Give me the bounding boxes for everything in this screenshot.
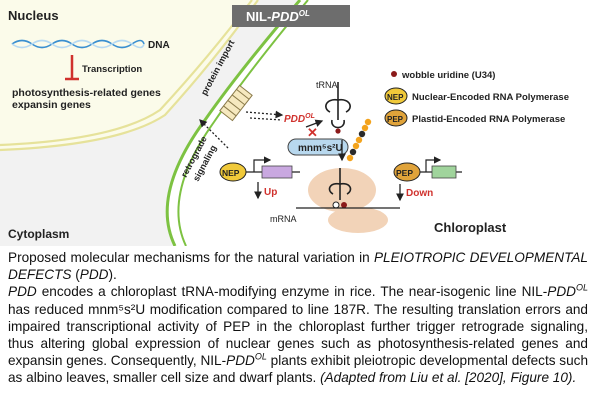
inhibition-x-mark: ✕ bbox=[307, 125, 318, 140]
nucleus-region bbox=[0, 0, 258, 150]
nuclear-genes-line1: photosynthesis-related genes bbox=[12, 87, 161, 99]
caption-gene-symbol: PDD bbox=[226, 353, 255, 369]
caption-gene-name: PLEIOTROPIC DEVELOPMENTAL DEFECTS bbox=[8, 250, 588, 283]
nep-up-label: Up bbox=[264, 187, 277, 198]
trna-label: tRNA bbox=[316, 80, 338, 90]
pep-enzyme-label: PEP bbox=[396, 168, 413, 178]
caption-paragraph-1: Proposed molecular mechanisms for the na… bbox=[8, 249, 588, 283]
chloroplast-label: Chloroplast bbox=[434, 220, 507, 235]
caption-gene-symbol: PDD bbox=[79, 267, 109, 283]
pdd-to-trna-arrow bbox=[305, 119, 324, 128]
modification-label: mnm⁵s²U bbox=[298, 143, 343, 154]
modification-pill bbox=[287, 138, 349, 156]
peptide-chain bbox=[346, 118, 372, 162]
nuclear-envelope-inner bbox=[0, 0, 253, 147]
chloroplast-region bbox=[167, 0, 596, 246]
ribosome-codon-2 bbox=[341, 202, 347, 208]
import-dotted-line-1 bbox=[249, 117, 283, 121]
trna-structure bbox=[325, 82, 351, 129]
caption-reference: (Adapted from Liu et al. [2020], Figure … bbox=[320, 370, 577, 386]
nep-gene-box bbox=[261, 165, 293, 179]
caption-gene-symbol: PDD bbox=[8, 284, 37, 300]
legend-wobble-label: wobble uridine (U34) bbox=[401, 70, 495, 81]
trna-wobble-dot bbox=[335, 128, 341, 134]
legend-nep-badge-text: NEP bbox=[387, 93, 404, 102]
cytoplasm-label: Cytoplasm bbox=[8, 227, 69, 241]
chloroplast-membrane-inner bbox=[177, 0, 309, 246]
mrna-label: mRNA bbox=[270, 214, 297, 224]
caption-text: ( bbox=[71, 267, 80, 283]
caption-superscript: OL bbox=[254, 351, 267, 362]
caption-paragraph-2: PDD encodes a chloroplast tRNA-modifying… bbox=[8, 283, 588, 386]
dna-label: DNA bbox=[148, 40, 170, 51]
caption-text: plants exhibit pleiotropic developmental… bbox=[8, 353, 589, 386]
legend-wobble-dot bbox=[391, 71, 397, 77]
legend-nep-badge bbox=[384, 87, 408, 105]
caption-text: has reduced mnm⁵s²U modification compare… bbox=[8, 301, 588, 369]
legend-pep-badge-text: PEP bbox=[387, 115, 404, 124]
caption-text: encodes a chloroplast tRNA-modifying enz… bbox=[36, 284, 548, 300]
title-text: NIL-PDDOL bbox=[246, 9, 310, 24]
nep-promoter-arrow bbox=[253, 156, 272, 172]
pep-gene-box bbox=[431, 165, 457, 179]
caption-text: Proposed molecular mechanisms for the na… bbox=[8, 250, 374, 265]
retrograde-signal-arrow bbox=[199, 119, 229, 149]
caption-gene-symbol: PDD bbox=[547, 284, 576, 300]
figure-caption: Proposed molecular mechanisms for the na… bbox=[8, 249, 588, 387]
ribosome-trna bbox=[328, 168, 352, 200]
caption-superscript: OL bbox=[575, 282, 588, 293]
ribosome-codon-1 bbox=[332, 201, 340, 209]
dna-helix bbox=[11, 39, 145, 49]
title-box bbox=[232, 5, 350, 27]
caption-text: ). bbox=[108, 267, 117, 283]
nuclear-genes-line2: expansin genes bbox=[12, 99, 91, 111]
pep-down-label: Down bbox=[406, 188, 433, 199]
nep-enzyme-label: NEP bbox=[222, 168, 240, 178]
legend-pep-label: Plastid-Encoded RNA Polymerase bbox=[412, 114, 565, 125]
transcription-label: Transcription bbox=[82, 64, 142, 75]
pep-promoter-arrow bbox=[425, 156, 442, 172]
ribosome-small-subunit bbox=[328, 207, 388, 233]
legend-nep-label: Nuclear-Encoded RNA Polymerase bbox=[412, 92, 569, 103]
ribosome-large-subunit bbox=[308, 168, 376, 212]
protein-import-complex bbox=[219, 84, 253, 122]
pdd-label: PDDOL bbox=[284, 113, 315, 125]
legend-pep-badge bbox=[384, 109, 408, 127]
mechanism-diagram: NIL-PDDOL Nucleus DNA Transcription phot… bbox=[0, 0, 596, 246]
nuclear-envelope-outer bbox=[0, 0, 259, 152]
nucleus-label: Nucleus bbox=[8, 8, 59, 23]
